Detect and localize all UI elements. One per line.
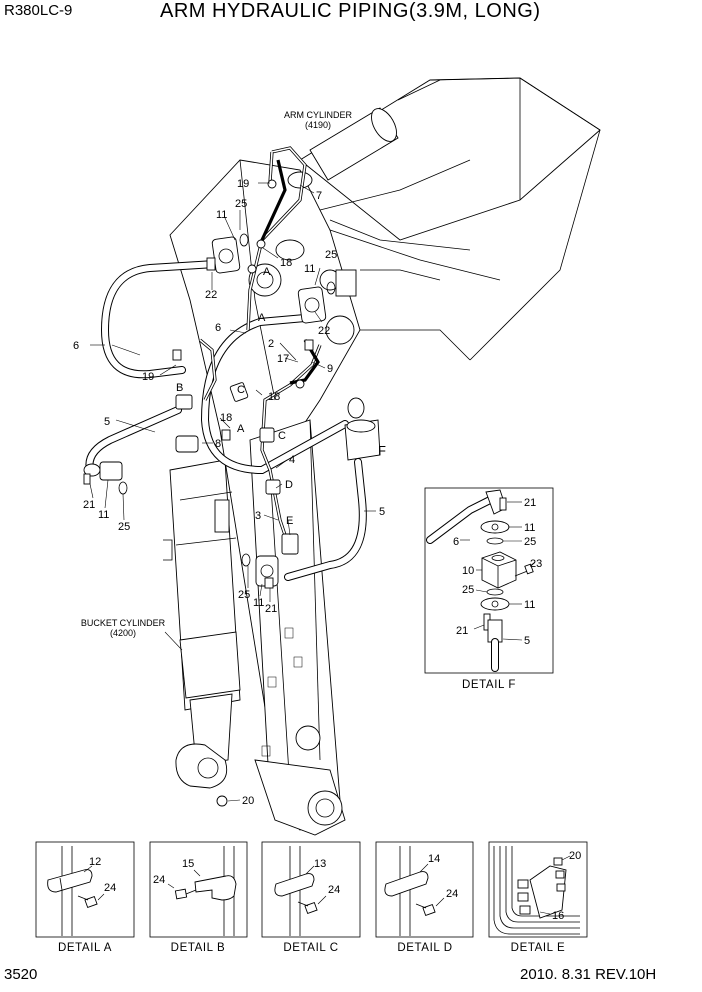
callout: F: [378, 443, 386, 458]
callout: 24: [153, 874, 165, 886]
callout: 25: [524, 536, 536, 548]
callout: 25: [235, 198, 247, 210]
callout: 19: [142, 371, 154, 383]
page-title: ARM HYDRAULIC PIPING(3.9M, LONG): [160, 0, 541, 22]
callout: C: [237, 384, 245, 396]
callout-labels: 19 7 25 11 18 A 25 11 22 6 A 22 2 17 9 6…: [73, 178, 386, 807]
steel-pipes: [198, 146, 322, 551]
callout: 13: [314, 858, 326, 870]
callout: B: [176, 382, 183, 394]
leader-lines: [89, 182, 376, 802]
callout: 7: [316, 190, 322, 202]
fittings: [83, 179, 381, 589]
bucket-cylinder-caption: BUCKET CYLINDER: [81, 618, 166, 628]
callout: 14: [428, 853, 440, 865]
callout: 24: [446, 888, 458, 900]
detail-f-panel: 21 11 25 6 10 23 25 11 21 5 DETAIL F: [424, 487, 554, 691]
bucket-cylinder: [163, 459, 241, 807]
model-code: R380LC-9: [4, 2, 73, 19]
callout: 11: [98, 509, 109, 521]
callout: 11: [253, 597, 264, 609]
callout: 25: [325, 249, 337, 261]
callout: 25: [462, 584, 474, 596]
callout: 10: [462, 565, 474, 577]
callout: 5: [104, 416, 110, 428]
callout: 24: [328, 884, 340, 896]
callout: 17: [277, 353, 289, 365]
callout: 18: [268, 391, 280, 403]
callout: 20: [569, 850, 581, 862]
detail-b-caption: DETAIL B: [171, 942, 226, 954]
detail-e-panel: 20 16 DETAIL E: [488, 841, 588, 954]
arm-cylinder-code: (4190): [305, 120, 331, 130]
callout: 6: [453, 536, 459, 548]
hoses: [85, 260, 367, 581]
detail-e-caption: DETAIL E: [511, 942, 566, 954]
callout: 8: [215, 438, 221, 450]
bucket-cylinder-code: (4200): [110, 628, 136, 638]
detail-c-panel: 13 24 DETAIL C: [261, 841, 361, 954]
callout: 18: [280, 257, 292, 269]
callout: 20: [242, 795, 254, 807]
detail-a-panel: 12 24 DETAIL A: [35, 841, 135, 954]
callout: 22: [318, 325, 330, 337]
callout: 2: [268, 338, 274, 350]
revision-date: 2010. 8.31 REV.10H: [520, 966, 657, 983]
callout: 21: [83, 499, 95, 511]
callout: 18: [220, 412, 232, 424]
callout: 4: [289, 454, 295, 466]
callout: E: [286, 515, 293, 527]
callout: 6: [73, 340, 79, 352]
callout: A: [263, 266, 271, 278]
callout: 6: [215, 322, 221, 334]
callout: 11: [304, 263, 315, 275]
detail-d-caption: DETAIL D: [397, 942, 452, 954]
detail-a-caption: DETAIL A: [58, 942, 112, 954]
callout: 16: [552, 910, 564, 922]
callout: 9: [327, 363, 333, 375]
page-number: 3520: [4, 966, 38, 983]
callout: A: [258, 312, 266, 324]
callout: 24: [104, 882, 116, 894]
callout: 21: [524, 497, 536, 509]
callout: 12: [89, 856, 101, 868]
detail-b-panel: 15 24 DETAIL B: [149, 841, 248, 954]
callout: 11: [216, 209, 227, 221]
callout: 19: [237, 178, 249, 190]
callout: 21: [456, 625, 468, 637]
callout: 3: [255, 510, 261, 522]
callout: 22: [205, 289, 217, 301]
callout: 21: [265, 603, 277, 615]
callout: D: [285, 479, 293, 491]
callout: 11: [524, 599, 535, 611]
detail-f-caption: DETAIL F: [462, 679, 516, 691]
callout: 25: [238, 589, 250, 601]
callout: 25: [118, 521, 130, 533]
callout: 5: [524, 635, 530, 647]
detail-d-panel: 14 24 DETAIL D: [375, 841, 474, 954]
callout: 23: [530, 558, 542, 570]
callout: 5: [379, 506, 385, 518]
arm-cylinder-caption: ARM CYLINDER: [284, 110, 353, 120]
callout: 15: [182, 858, 194, 870]
callout: C: [278, 430, 286, 442]
callout: 11: [524, 522, 535, 534]
callout: A: [237, 423, 245, 435]
detail-c-caption: DETAIL C: [283, 942, 338, 954]
